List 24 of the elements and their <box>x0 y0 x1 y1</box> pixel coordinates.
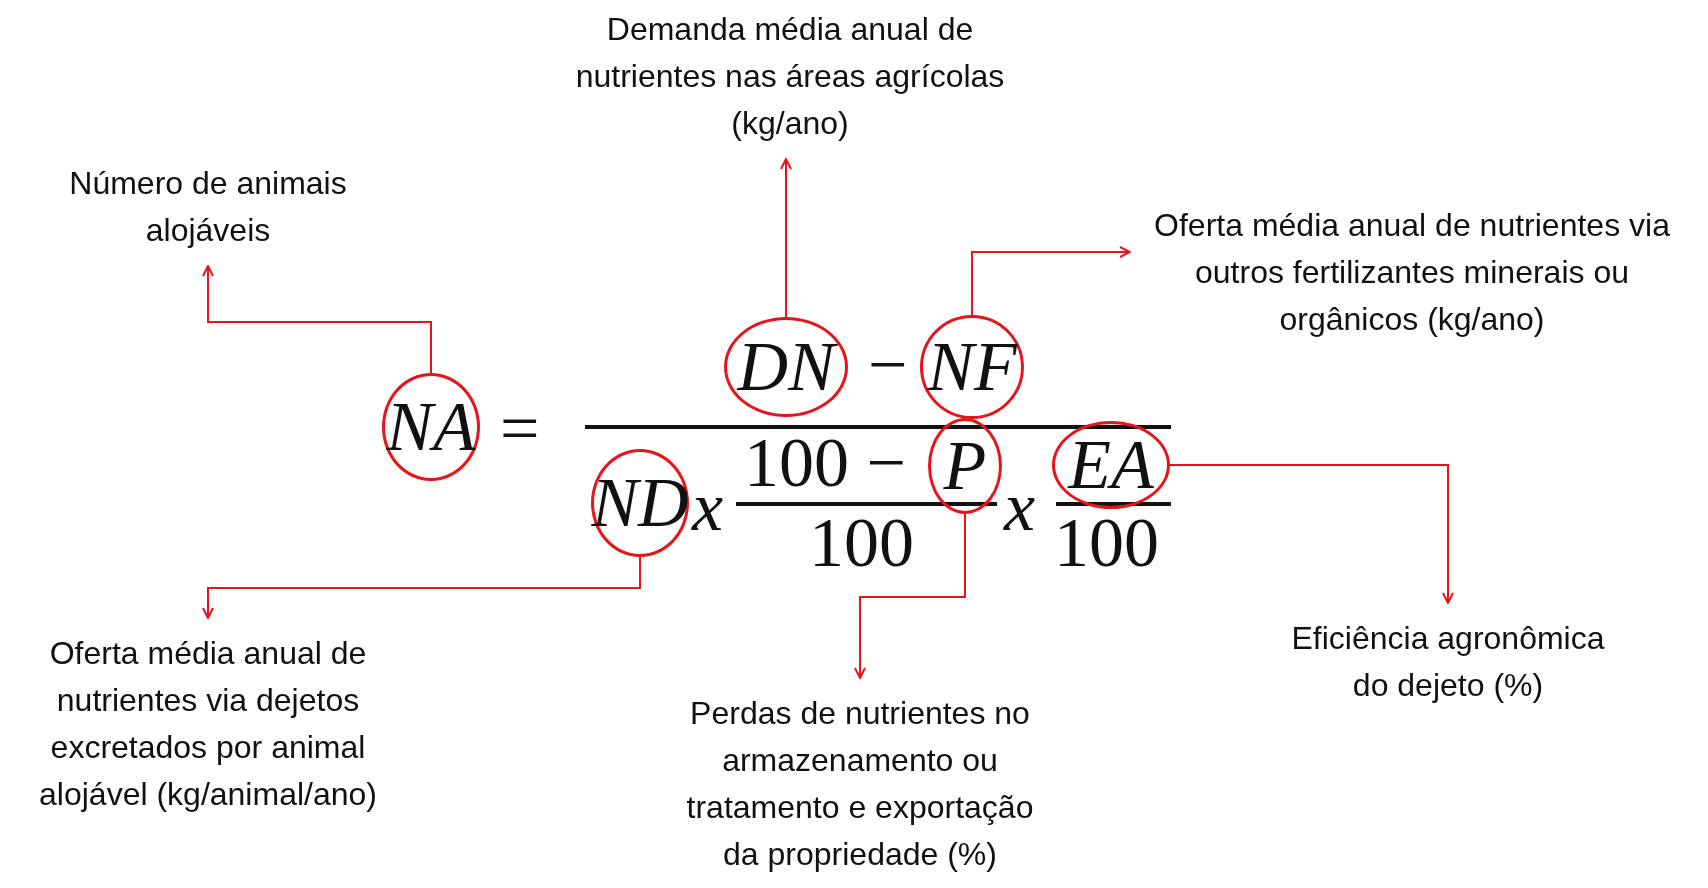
description-text: Número de animais alojáveis <box>28 160 388 254</box>
formula-symbol: − <box>868 330 908 400</box>
formula-symbol: 100 <box>1054 508 1159 578</box>
circled-variable: EA <box>1052 421 1170 509</box>
leader-arrow <box>202 265 432 374</box>
leader-arrow <box>854 513 966 679</box>
description-text: Perdas de nutrientes no armazenamento ou tratamento e exportação da propriedade (%) <box>670 690 1050 878</box>
formula-symbol: x <box>1004 472 1036 542</box>
formula-symbol: 100 − <box>744 428 906 498</box>
circled-variable: NF <box>920 315 1024 419</box>
leader-arrow <box>971 246 1131 316</box>
circled-variable: P <box>928 418 1002 514</box>
description-text: Eficiência agronômica do dejeto (%) <box>1278 615 1618 709</box>
leader-arrow <box>1169 464 1454 604</box>
description-text: Demanda média anual de nutrientes nas áreas agrícolas (kg/ano) <box>540 6 1040 147</box>
leader-arrow <box>780 158 792 318</box>
formula-symbol: = <box>500 394 540 464</box>
formula-symbol: x <box>692 472 724 542</box>
description-text: Oferta média anual de nutrientes via outros fertilizantes minerais ou orgânicos (kg/ano) <box>1142 202 1682 343</box>
circled-variable: NA <box>382 373 480 481</box>
leader-arrow <box>202 556 641 619</box>
description-text: Oferta média anual de nutrientes via dejetos excretados por animal alojável (kg/animal/ano) <box>38 630 378 818</box>
circled-variable: DN <box>724 317 848 417</box>
formula-symbol: 100 <box>809 508 914 578</box>
